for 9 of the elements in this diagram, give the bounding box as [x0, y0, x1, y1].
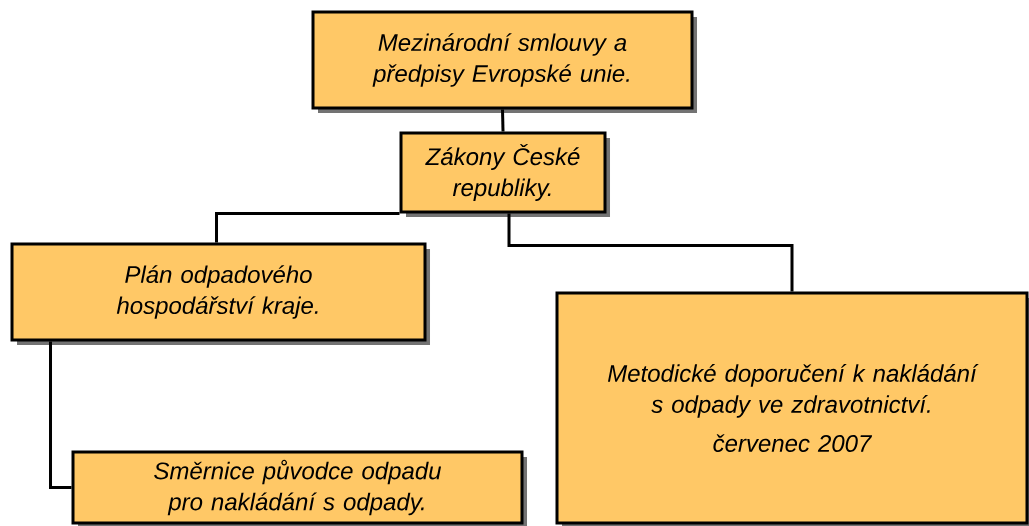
text-box: Plán odpadového hospodářství kraje.	[10, 242, 430, 345]
text-box: Mezinárodní smlouvy a předpisy Evropské unie.	[311, 10, 697, 113]
text-box: Směrnice původce odpadu pro nakládání s odpady.	[71, 450, 527, 526]
connector-line	[501, 109, 505, 132]
connector-line	[507, 213, 794, 292]
text-box: Zákony České republiky.	[399, 131, 610, 217]
text-box: Metodické doporučení k nakládání s odpady ve zdravotnictví. červenec 2007	[555, 291, 1029, 526]
connector-line	[49, 341, 72, 489]
connector-line	[215, 212, 400, 243]
